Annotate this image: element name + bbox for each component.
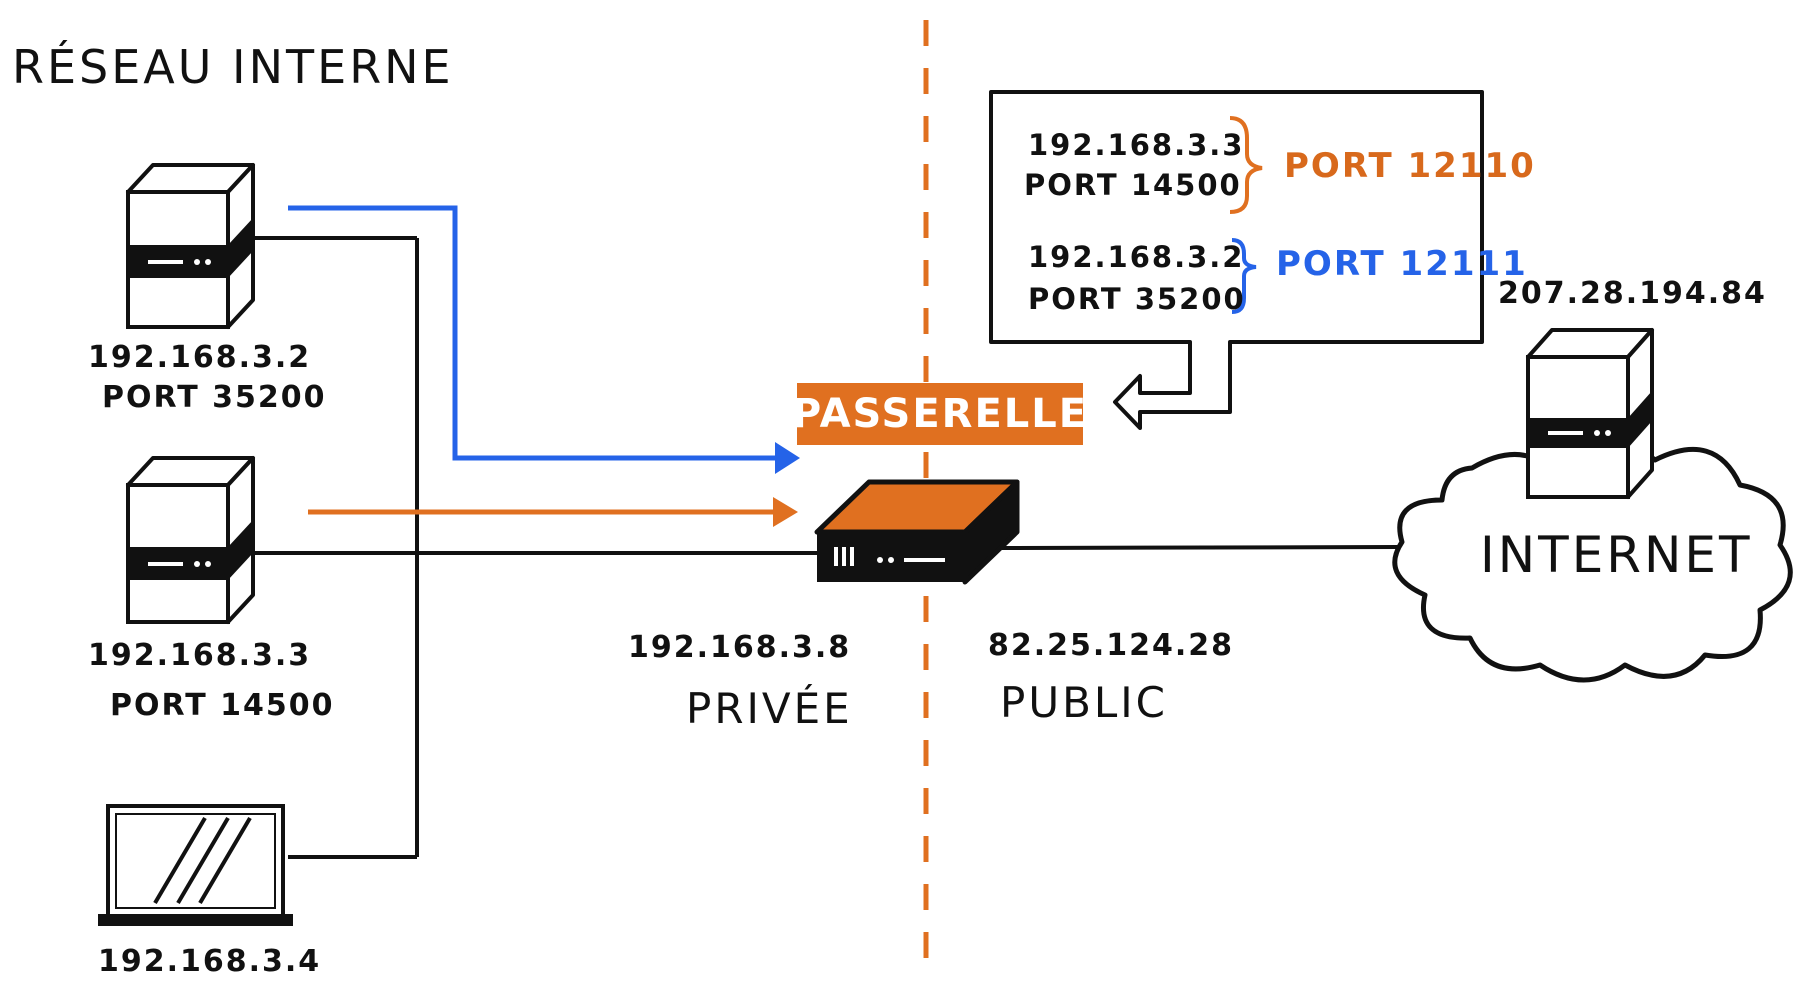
server-icon: [126, 456, 255, 624]
remote-server-ip: 207.28.194.84: [1498, 276, 1767, 311]
internet-label: INTERNET: [1480, 526, 1753, 584]
server-icon: [126, 163, 255, 329]
gateway-router-icon: [814, 479, 1020, 585]
nat-table-callout: [989, 90, 1484, 430]
blue-flow-arrow: [288, 205, 775, 461]
diagram-title: RÉSEAU INTERNE: [12, 40, 454, 94]
internet-cloud-icon: [1392, 439, 1793, 683]
host-port-label: PORT 35200: [102, 380, 327, 415]
link-gateway-internet: [1001, 545, 1406, 550]
orange-arrowhead-icon: [773, 497, 798, 527]
nat-entry-ip: 192.168.3.3: [1028, 128, 1245, 162]
server-icon: [1526, 328, 1654, 499]
host-port-label: PORT 14500: [110, 688, 335, 723]
gateway-label: PASSERELLE: [792, 383, 1086, 445]
gateway-public-ip: 82.25.124.28: [988, 628, 1235, 663]
nat-entry-mapped-port: PORT 12110: [1284, 146, 1536, 186]
nat-entry-ip: 192.168.3.2: [1028, 240, 1245, 274]
host-ip-label: 192.168.3.3: [88, 638, 312, 673]
nat-entry-mapped-port: PORT 12111: [1276, 244, 1528, 284]
nat-entry-port: PORT 14500: [1024, 168, 1242, 202]
host-ip-label: 192.168.3.2: [88, 340, 312, 375]
nat-entry-port: PORT 35200: [1028, 282, 1246, 316]
host-ip-label: 192.168.3.4: [98, 944, 322, 979]
gateway-public-label: PUBLIC: [1000, 678, 1168, 727]
blue-brace-icon: [1231, 238, 1257, 314]
laptop-icon: [98, 804, 293, 926]
gateway-private-label: PRIVÉE: [686, 684, 853, 733]
orange-brace-icon: [1229, 116, 1263, 214]
blue-arrowhead-icon: [775, 442, 800, 474]
gateway-private-ip: 192.168.3.8: [628, 630, 852, 665]
